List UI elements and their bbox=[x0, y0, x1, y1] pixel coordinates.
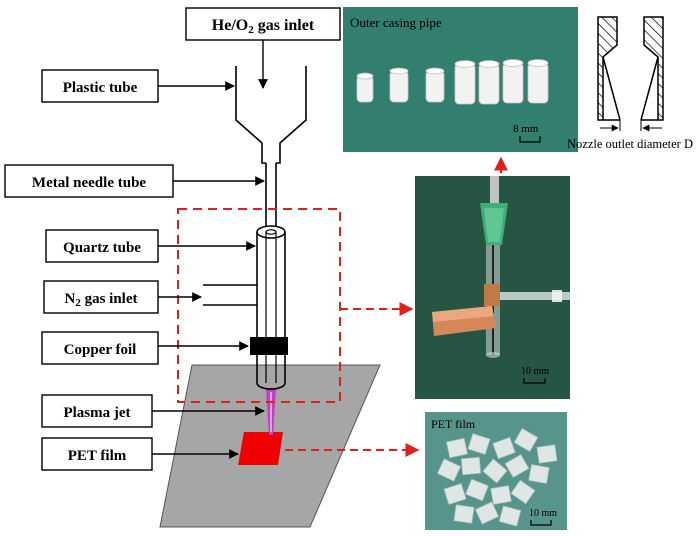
svg-text:Quartz tube: Quartz tube bbox=[63, 240, 141, 256]
copper-foil-electrode bbox=[250, 337, 288, 355]
svg-text:8 mm: 8 mm bbox=[513, 123, 539, 135]
label-copper-foil: Copper foil bbox=[41, 331, 159, 365]
photo-outer-casing: Outer casing pipe 8 mm bbox=[343, 7, 578, 152]
svg-text:10 mm: 10 mm bbox=[529, 508, 557, 519]
label-plasma-jet: Plasma jet bbox=[41, 394, 153, 428]
svg-text:He/O2 gas inlet: He/O2 gas inlet bbox=[212, 17, 315, 36]
label-metal-needle-tube: Metal needle tube bbox=[4, 164, 174, 198]
label-plastic-tube: Plastic tube bbox=[41, 69, 159, 103]
pet-film-sample bbox=[238, 432, 283, 465]
svg-text:Outer casing pipe: Outer casing pipe bbox=[350, 15, 442, 30]
svg-text:Nozzle outlet diameter D: Nozzle outlet diameter D bbox=[567, 137, 693, 151]
svg-text:PET film: PET film bbox=[68, 448, 127, 464]
nozzle-cross-section: Nozzle outlet diameter D bbox=[567, 16, 693, 151]
label-pet-film: PET film bbox=[41, 437, 153, 471]
label-gas-inlet: He/O2 gas inlet bbox=[185, 7, 341, 41]
svg-text:N2 gas inlet: N2 gas inlet bbox=[64, 291, 137, 309]
svg-text:Plasma jet: Plasma jet bbox=[63, 405, 130, 421]
svg-text:Copper foil: Copper foil bbox=[64, 342, 137, 358]
plastic-tube bbox=[235, 66, 307, 164]
photo-pet-film: PET film 10 mm bbox=[425, 412, 567, 530]
label-quartz-tube: Quartz tube bbox=[45, 229, 159, 263]
svg-text:Metal needle tube: Metal needle tube bbox=[32, 175, 146, 191]
zoom-region bbox=[177, 208, 341, 403]
label-n2-gas-inlet: N2 gas inlet bbox=[43, 280, 159, 314]
quartz-tube bbox=[256, 225, 286, 390]
svg-text:PET film: PET film bbox=[431, 417, 476, 431]
svg-text:Plastic tube: Plastic tube bbox=[63, 80, 138, 96]
svg-text:10 mm: 10 mm bbox=[521, 366, 549, 377]
photo-device: 10 mm bbox=[415, 176, 570, 399]
